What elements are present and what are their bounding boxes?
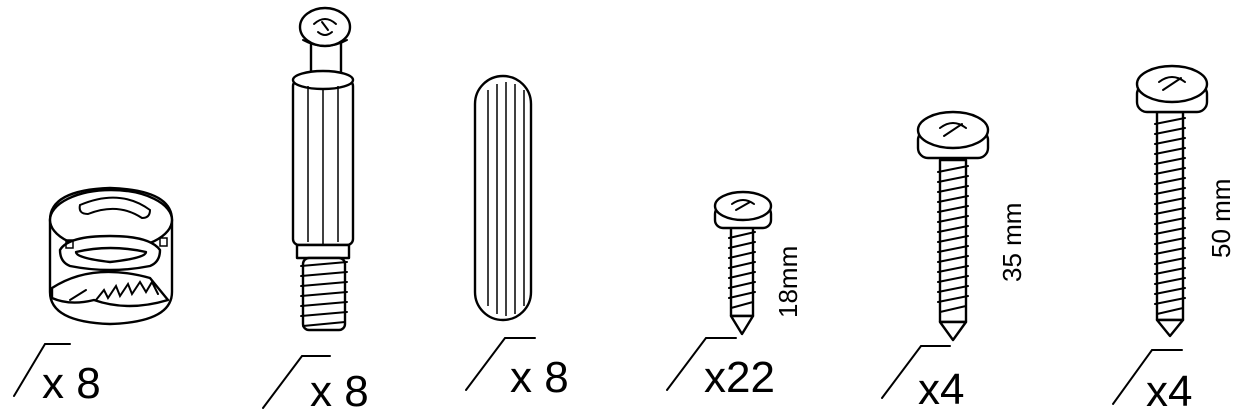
quantity-marker-2 bbox=[262, 355, 331, 409]
quantity-label: x4 bbox=[1146, 367, 1192, 416]
wooden-dowel-icon bbox=[473, 74, 533, 322]
cam-lock-nut-icon bbox=[48, 186, 174, 326]
length-label: 50 mm bbox=[1206, 179, 1236, 258]
quantity-label: x 8 bbox=[510, 353, 569, 402]
screw-35mm-icon bbox=[916, 110, 990, 342]
quantity-label: x22 bbox=[704, 353, 775, 402]
screw-50mm-icon bbox=[1135, 64, 1209, 338]
quantity-label: x 8 bbox=[310, 367, 369, 416]
quantity-marker-3 bbox=[465, 337, 536, 391]
quantity-marker-5 bbox=[881, 345, 951, 399]
quantity-marker-6 bbox=[1112, 349, 1183, 405]
quantity-marker-1 bbox=[13, 343, 71, 397]
quantity-label: x4 bbox=[918, 365, 964, 414]
quantity-marker-4 bbox=[666, 337, 737, 391]
length-label: 35 mm bbox=[997, 203, 1027, 282]
quantity-label: x 8 bbox=[42, 359, 101, 408]
length-label: 18mm bbox=[773, 246, 803, 318]
screw-18mm-icon bbox=[713, 190, 773, 336]
cam-bolt-icon bbox=[291, 6, 355, 332]
